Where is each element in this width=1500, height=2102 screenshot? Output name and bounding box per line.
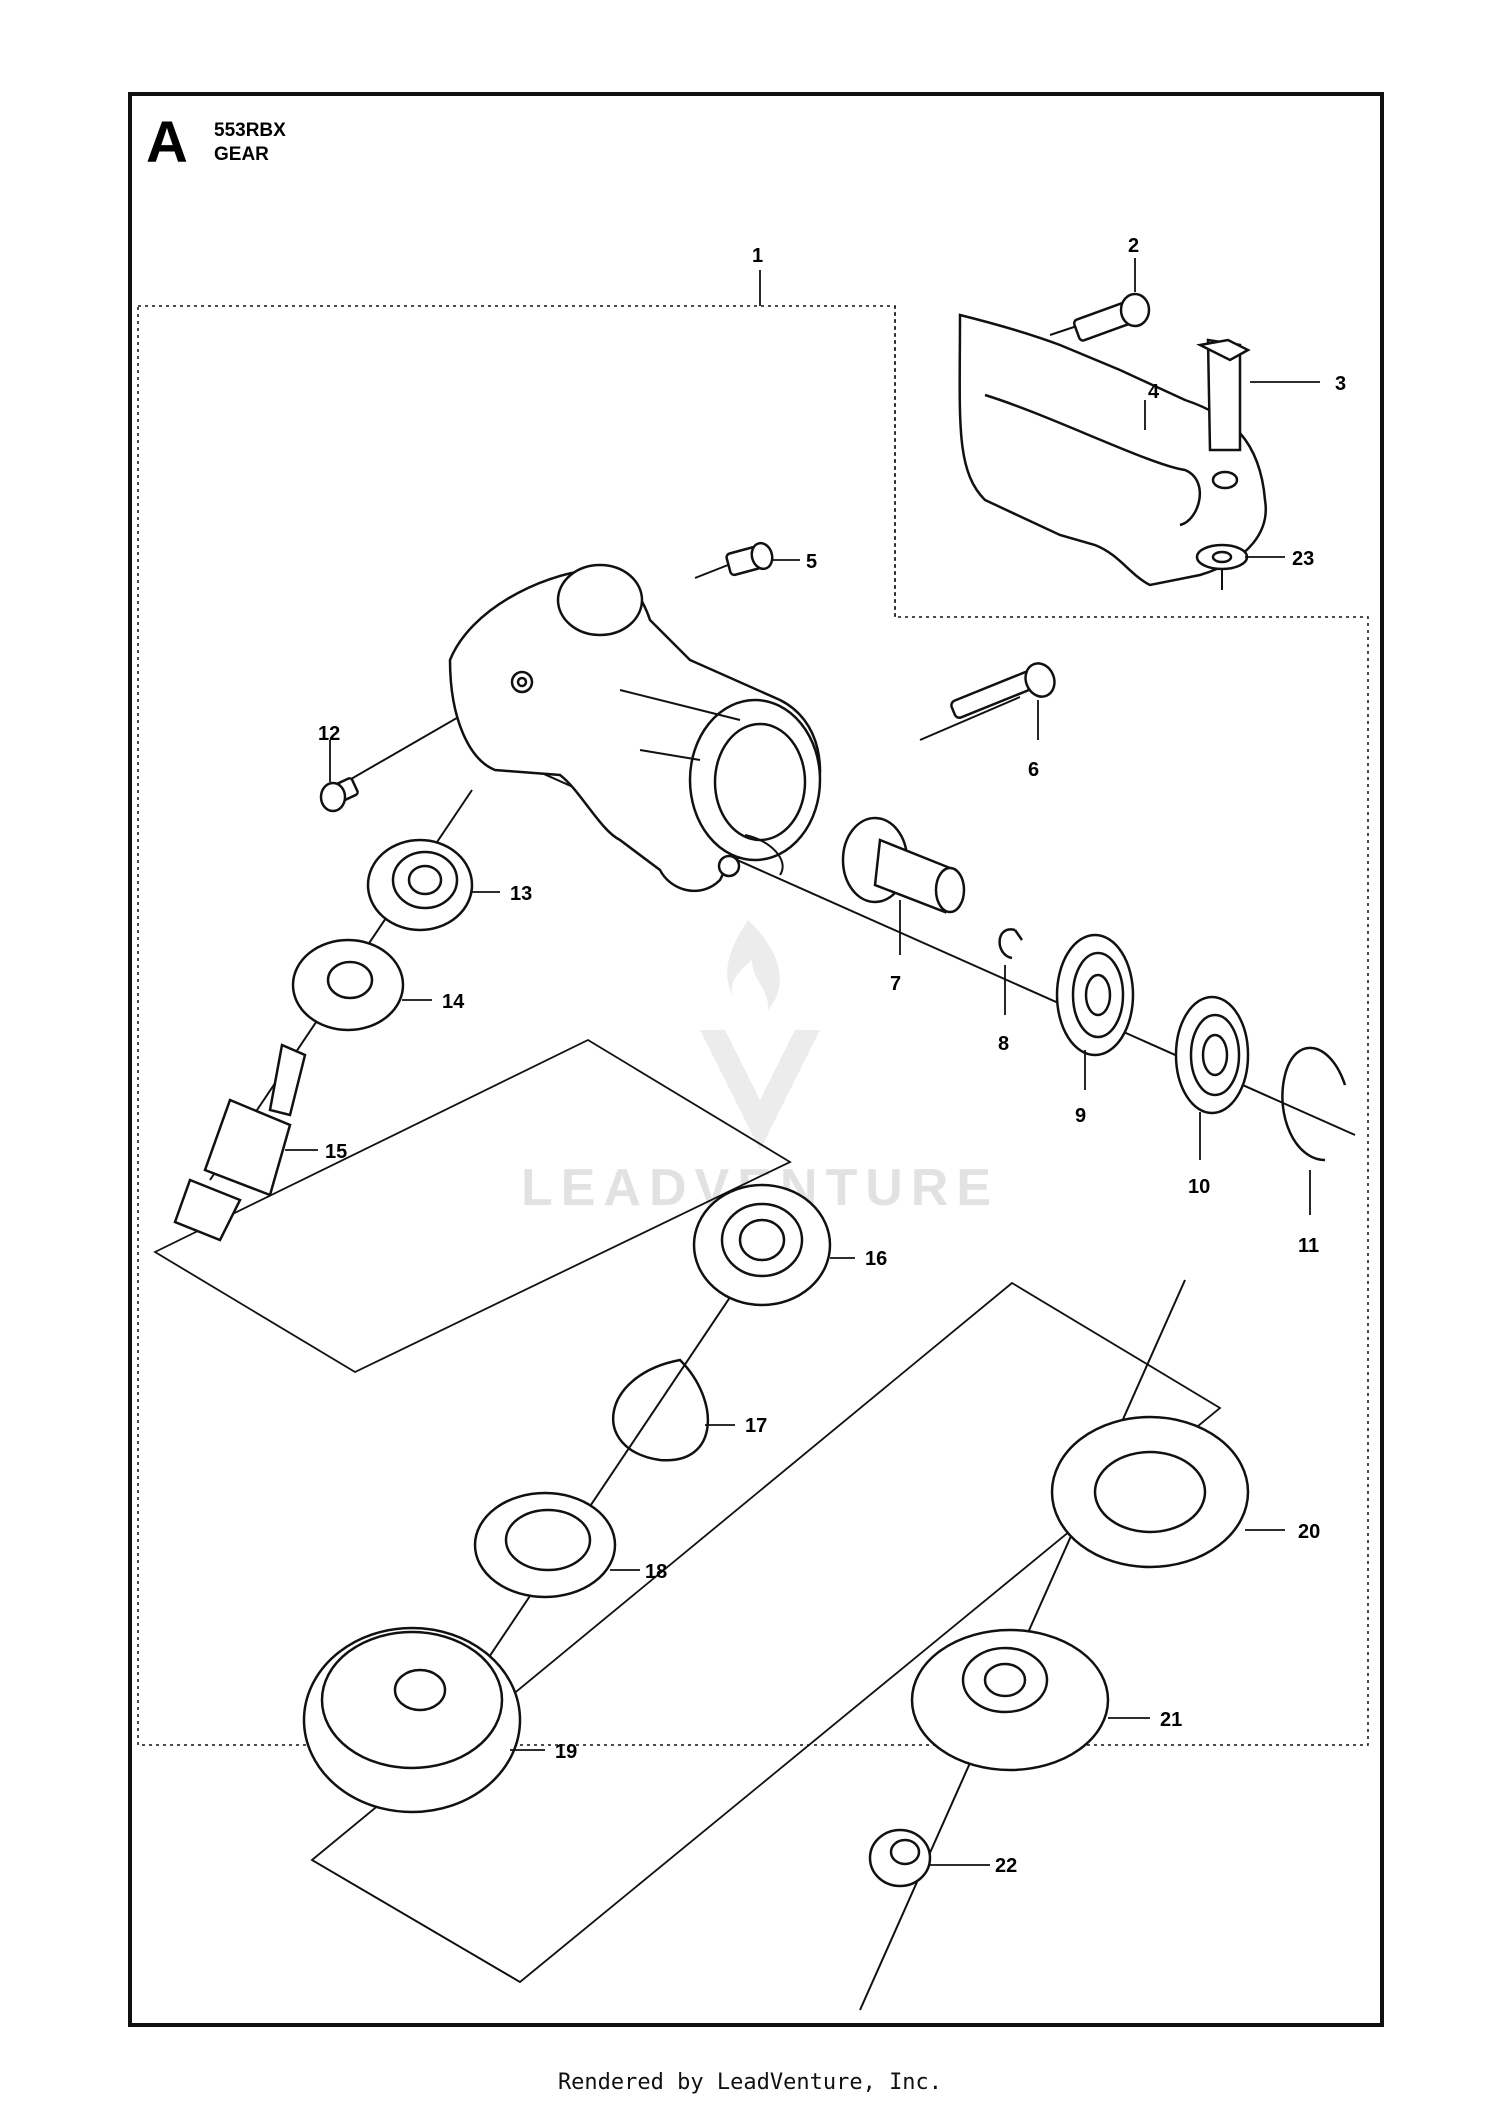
part-10-bearing [1174, 995, 1250, 1115]
part-20-washer [1050, 1415, 1250, 1569]
part-19-cover [302, 1626, 522, 1814]
callout-23: 23 [1292, 548, 1314, 570]
callout-12: 12 [318, 723, 340, 745]
part-12-screw [319, 777, 359, 813]
callout-17: 17 [745, 1415, 767, 1437]
callout-9: 9 [1075, 1105, 1086, 1127]
callout-4: 4 [1148, 381, 1160, 403]
callout-14: 14 [442, 991, 465, 1013]
gear-housing [448, 563, 822, 893]
callout-21: 21 [1160, 1709, 1182, 1731]
part-8-circlip [998, 928, 1024, 960]
diagram-frame [128, 92, 1384, 2027]
part-22-nut [868, 1828, 932, 1888]
callout-19: 19 [555, 1741, 577, 1763]
section-letter: A [146, 110, 188, 175]
part-21-flange [910, 1628, 1110, 1772]
callout-5: 5 [806, 551, 817, 573]
model-number: 553RBX [214, 120, 286, 141]
callout-11: 11 [1298, 1235, 1319, 1257]
part-17-retaining-ring [611, 1358, 710, 1462]
callout-20: 20 [1298, 1521, 1320, 1543]
part-5-screw [725, 541, 774, 577]
part-13-bearing [366, 838, 474, 932]
callout-8: 8 [998, 1033, 1009, 1055]
part-9-bearing [1055, 933, 1135, 1057]
callout-15: 15 [325, 1141, 347, 1163]
part-11-retaining-ring [1281, 1046, 1347, 1162]
section-name: GEAR [214, 144, 269, 165]
part-7-sleeve [841, 816, 966, 914]
callout-1: 1 [752, 245, 763, 267]
part-18-seal [473, 1491, 617, 1599]
callout-7: 7 [890, 973, 901, 995]
part-16-bearing [692, 1183, 832, 1307]
subassembly-box-washers [311, 1859, 521, 1983]
callout-10: 10 [1188, 1176, 1210, 1198]
part-4-bracket [958, 313, 1267, 587]
part-6-bolt [950, 662, 1056, 719]
part-23-washer [1195, 543, 1249, 571]
callout-22: 22 [995, 1855, 1017, 1877]
callout-3: 3 [1335, 373, 1346, 395]
part-15-pinion-shaft [173, 1043, 307, 1242]
callout-16: 16 [865, 1248, 887, 1270]
callout-6: 6 [1028, 759, 1039, 781]
callout-13: 13 [510, 883, 532, 905]
footer-credit: Rendered by LeadVenture, Inc. [557, 2070, 943, 2095]
part-3-pin [1196, 338, 1251, 452]
subassembly-box-shaft [153, 1038, 792, 1374]
callout-2: 2 [1128, 235, 1139, 257]
part-2-screw [1072, 292, 1151, 342]
callout-18: 18 [645, 1561, 667, 1583]
part-14-seal [291, 938, 405, 1032]
